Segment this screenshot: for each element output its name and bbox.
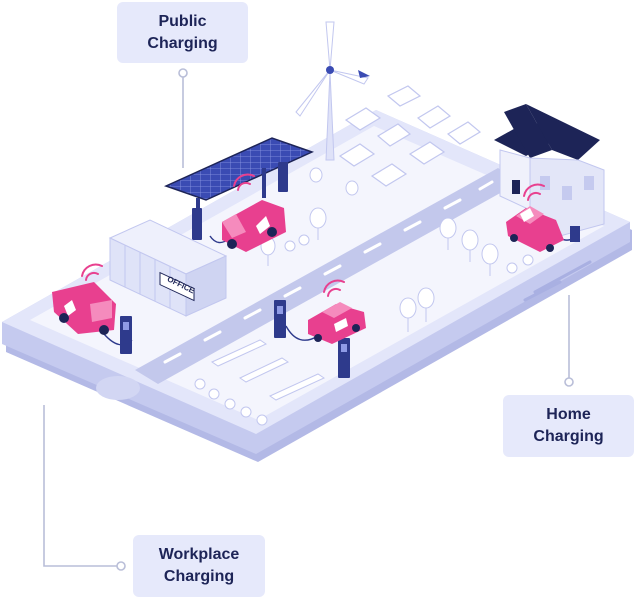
public-charging-label: Public Charging <box>147 12 218 52</box>
home-charging-label: Home Charging <box>533 406 604 445</box>
solar-panel-field <box>338 85 482 187</box>
solar-canopy <box>163 137 315 240</box>
house <box>494 104 605 242</box>
car-home <box>506 206 564 252</box>
road <box>135 168 520 384</box>
charging-arrow-icon <box>520 208 534 222</box>
wind-turbine <box>295 21 370 161</box>
van-public <box>222 200 286 252</box>
public-charging-callout: Public Charging <box>117 2 248 63</box>
office-building: OFFICE <box>108 219 228 317</box>
charging-stations <box>120 300 350 378</box>
home-button <box>96 376 140 400</box>
van-workplace <box>52 282 116 335</box>
charging-arrow-icon <box>64 300 76 316</box>
workplace-charging-callout: Workplace Charging <box>133 535 265 597</box>
charging-arrow-icon <box>334 318 348 332</box>
car-center <box>308 302 366 344</box>
connector-lines <box>43 68 574 571</box>
charging-arrow-icon <box>256 216 270 234</box>
wifi-signal-icon <box>81 173 545 297</box>
workplace-charging-label: Workplace Charging <box>158 546 240 585</box>
home-charging-callout: Home Charging <box>503 395 634 457</box>
park-benches <box>194 234 534 426</box>
